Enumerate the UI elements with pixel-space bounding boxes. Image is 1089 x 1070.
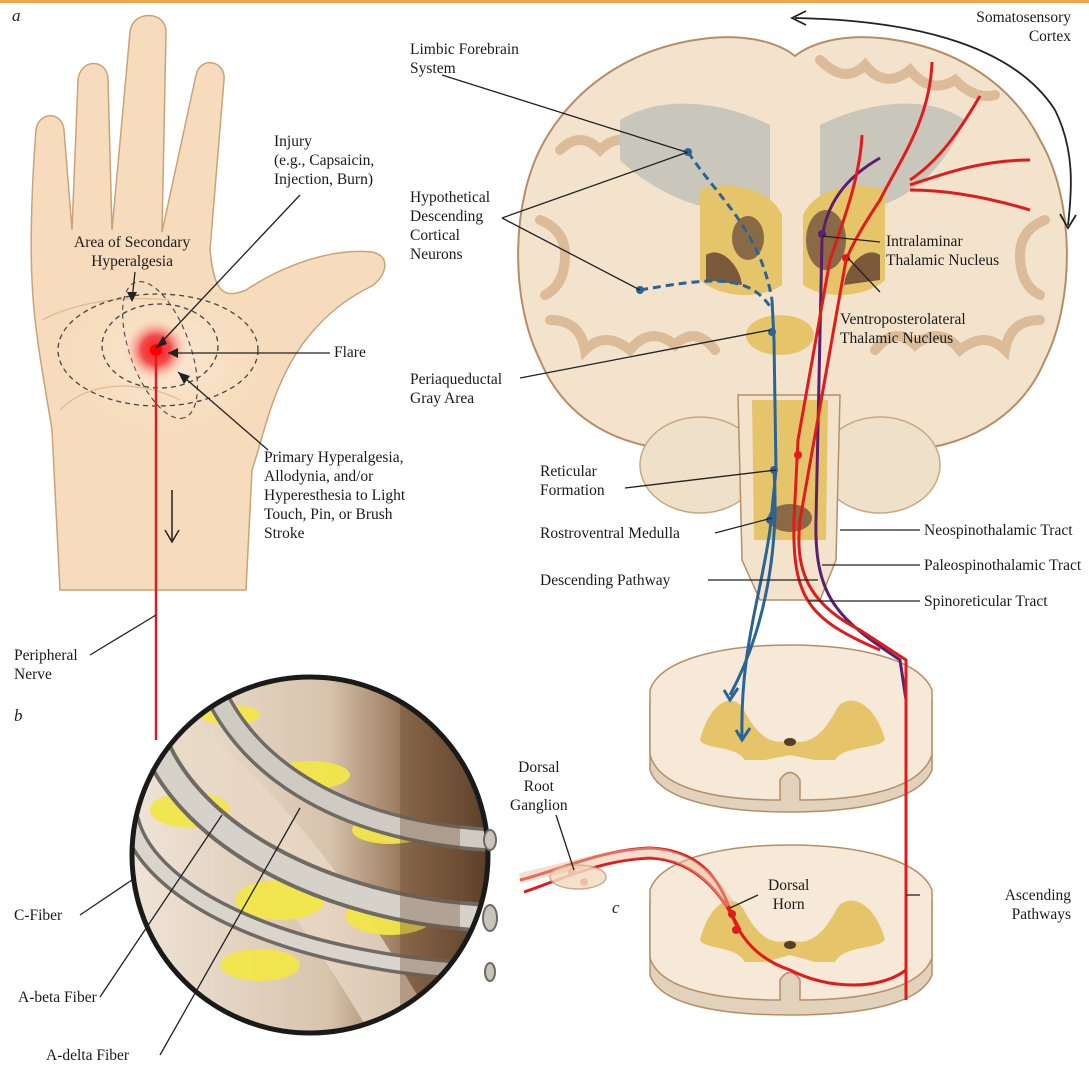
label-somatosensory-cortex: Somatosensory Cortex (976, 8, 1071, 46)
label-neospinothalamic-tract: Neospinothalamic Tract (924, 521, 1073, 540)
label-hypothetical-descending-cortical-neurons: Hypothetical Descending Cortical Neurons (410, 188, 490, 264)
label-descending-pathway: Descending Pathway (540, 571, 670, 590)
label-c-fiber: C-Fiber (14, 906, 62, 925)
brain-illustration (518, 37, 1067, 600)
top-rule (0, 0, 1089, 3)
label-ascending-pathways: Ascending Pathways (1005, 886, 1071, 924)
label-rostroventral-medulla: Rostroventral Medulla (540, 524, 680, 543)
label-primary-hyperalgesia: Primary Hyperalgesia, Allodynia, and/or … (264, 448, 405, 543)
label-reticular-formation: Reticular Formation (540, 462, 605, 500)
label-dorsal-root-ganglion: Dorsal Root Ganglion (510, 758, 568, 815)
label-a-beta-fiber: A-beta Fiber (18, 988, 97, 1007)
panel-letter-c: c (612, 898, 620, 918)
label-injury: Injury (e.g., Capsaicin, Injection, Burn… (274, 132, 374, 189)
label-intralaminar-thalamic-nucleus: Intralaminar Thalamic Nucleus (886, 232, 999, 270)
label-limbic-forebrain-system: Limbic Forebrain System (410, 40, 519, 78)
panel-letter-b: b (14, 706, 23, 726)
label-flare: Flare (334, 343, 366, 362)
label-dorsal-horn: Dorsal Horn (768, 876, 809, 914)
label-peripheral-nerve: Peripheral Nerve (14, 646, 78, 684)
label-area-of-secondary-hyperalgesia: Area of Secondary Hyperalgesia (74, 233, 190, 271)
magnified-nerve-circle (100, 677, 497, 1060)
label-paleospinothalamic-tract: Paleospinothalamic Tract (924, 556, 1081, 575)
label-spinoreticular-tract: Spinoreticular Tract (924, 592, 1048, 611)
label-periaqueductal-gray-area: Periaqueductal Gray Area (410, 370, 502, 408)
panel-letter-a: a (12, 6, 21, 26)
label-a-delta-fiber: A-delta Fiber (46, 1046, 129, 1065)
label-ventroposterolateral-thalamic-nucleus: Ventroposterolateral Thalamic Nucleus (840, 310, 966, 348)
spinal-cord-upper-section (650, 645, 932, 812)
